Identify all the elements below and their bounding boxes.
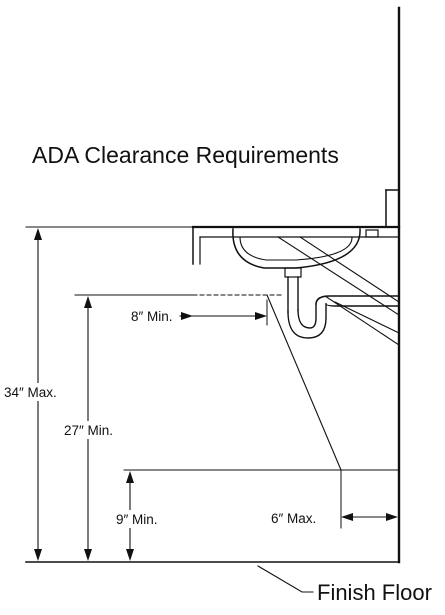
dim-label-34: 34″ Max. — [4, 385, 57, 400]
label-bg-27 — [62, 421, 120, 439]
label-bg-9 — [114, 510, 166, 528]
bracket-diagonal-4 — [334, 301, 400, 334]
knee-clearance-line — [266, 294, 342, 471]
bracket-diagonal-2 — [299, 236, 400, 303]
label-bg-34 — [2, 383, 42, 401]
dim-label-8: 8″ Min. — [131, 309, 173, 324]
arrowheads — [34, 228, 398, 561]
dim-label-6: 6″ Max. — [271, 511, 316, 526]
floor-leader-line — [257, 565, 314, 593]
dim-label-27: 27″ Min. — [64, 423, 113, 438]
finish-floor-label: Finish Floor — [317, 580, 432, 605]
basin-inner — [239, 236, 353, 261]
diagram-title: ADA Clearance Requirements — [32, 142, 339, 168]
faucet-icon — [365, 229, 379, 238]
drain-nut-icon — [284, 267, 302, 278]
bracket-diagonal-1 — [277, 236, 400, 316]
bracket-diagonal-3 — [324, 295, 400, 346]
dim-label-9: 9″ Min. — [116, 512, 158, 527]
p-trap-icon — [287, 276, 400, 339]
